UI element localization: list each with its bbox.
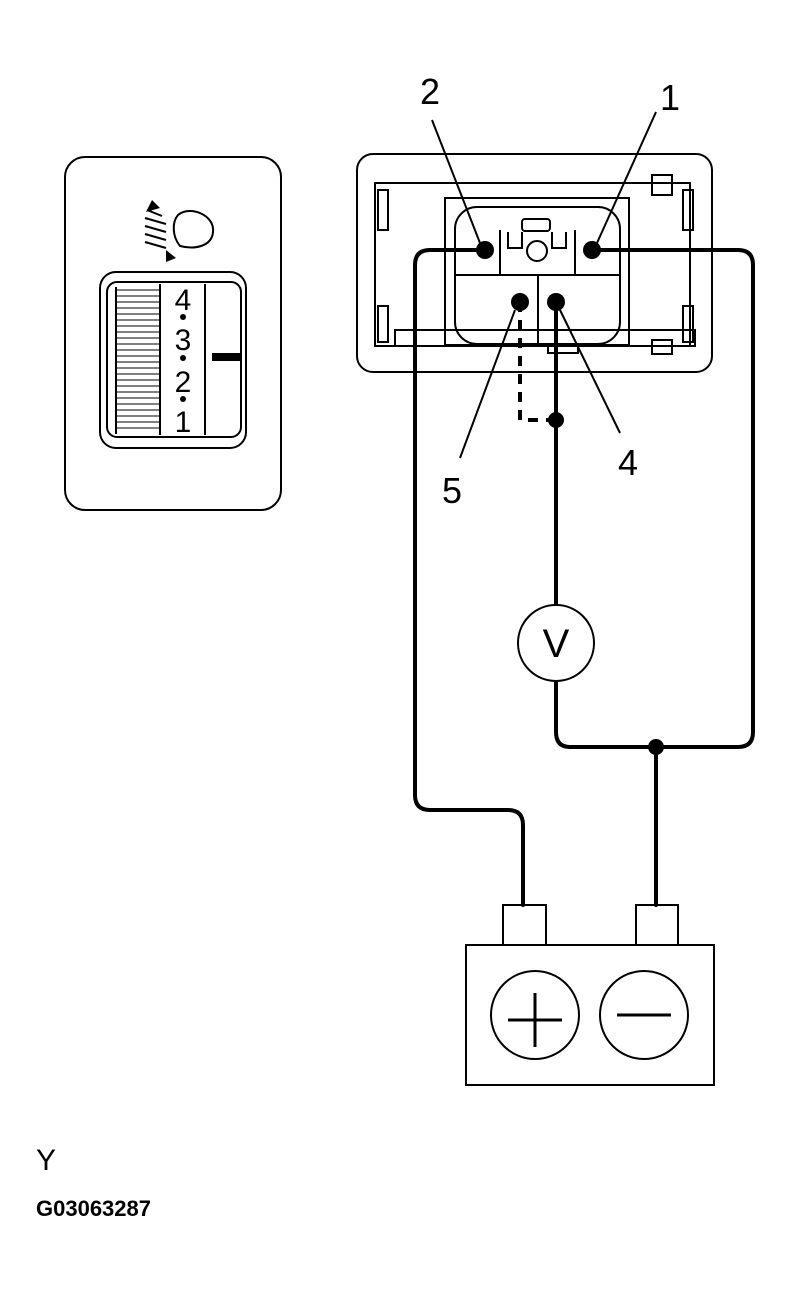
terminal-1-pin [583, 241, 601, 259]
negative-post [635, 904, 679, 946]
positive-terminal-circle [490, 970, 580, 1060]
voltmeter-symbol: V [543, 622, 570, 666]
switch-housing [64, 156, 282, 511]
terminal-label-1: 1 [660, 77, 680, 118]
junction-dot [548, 412, 564, 428]
leader-line-4 [559, 309, 621, 434]
dial-position-3: 3 [175, 324, 192, 357]
terminal-2-pin [476, 241, 494, 259]
leader-line-2 [431, 119, 481, 244]
voltmeter: V [517, 604, 595, 682]
dial-dot [180, 396, 186, 402]
headlight-leveling-switch: 4 3 2 1 [64, 156, 282, 511]
wire-terminal-2-to-positive [413, 248, 525, 907]
dial-dot [180, 355, 186, 361]
battery [465, 904, 715, 1086]
headlight-icon [144, 200, 215, 262]
dial-knurling [115, 287, 160, 434]
dial-position-4: 4 [175, 284, 192, 317]
code-letter: Y [36, 1144, 57, 1177]
battery-case [465, 944, 715, 1086]
wire-terminal-1-to-ground [554, 248, 755, 749]
terminal-label-5: 5 [442, 470, 462, 511]
negative-terminal-circle [599, 970, 689, 1060]
leader-line-5 [459, 309, 516, 459]
terminal-label-4: 4 [618, 442, 638, 483]
dial-position-1: 1 [175, 406, 192, 439]
switch-connector-body [356, 153, 713, 373]
wire-terminal-5-jumper-dashed [518, 302, 556, 422]
dial-index-mark [212, 353, 240, 361]
terminal-5-pin [511, 293, 529, 311]
dial-recess [99, 271, 247, 449]
positive-post [502, 904, 547, 946]
dial-dot [180, 314, 186, 320]
dial-position-2: 2 [175, 366, 192, 399]
leader-line-1 [596, 111, 657, 244]
figure-id: G03063287 [36, 1196, 151, 1221]
terminal-label-2: 2 [420, 71, 440, 112]
leveling-dial[interactable] [106, 281, 242, 438]
junction-dot [648, 739, 664, 755]
terminal-4-pin [547, 293, 565, 311]
switch-outer-frame [356, 153, 713, 373]
